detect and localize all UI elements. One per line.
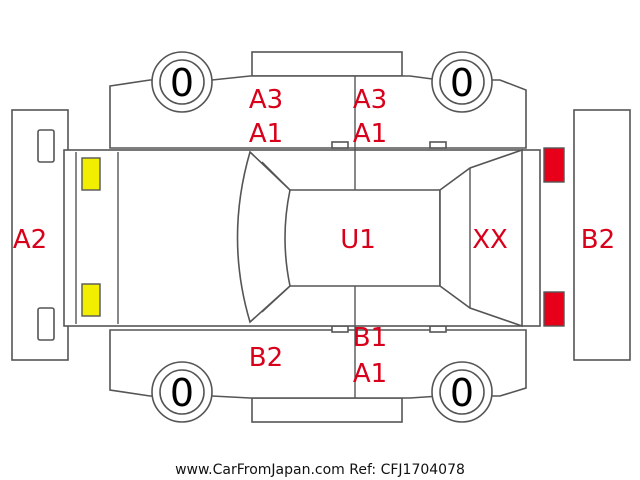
label-top-front-line1: A3 <box>249 85 283 115</box>
door-handle <box>331 325 349 333</box>
rear-lamp-top <box>543 147 565 183</box>
door-handle <box>429 325 447 333</box>
top-door-panel <box>251 51 403 77</box>
door-handle <box>331 141 349 149</box>
label-bottom-rear-line1: B1 <box>353 323 387 353</box>
bottom-door-panel <box>251 397 403 423</box>
windshield-line <box>261 161 289 189</box>
label-rear-glass: XX <box>472 225 508 255</box>
windshield <box>236 150 291 324</box>
front-bumper-slot-top <box>37 129 55 163</box>
rear-lamp-bottom <box>543 291 565 327</box>
tire-front-left-value: 0 <box>170 61 194 105</box>
tire-front-right-value: 0 <box>170 371 194 415</box>
tire-rear-right-value: 0 <box>450 371 474 415</box>
tire-rear-left-rim <box>439 59 485 105</box>
label-roof: U1 <box>340 225 376 255</box>
footer-reference: www.CarFromJapan.com Ref: CFJ1704078 <box>175 462 465 478</box>
label-bottom-rear-line2: A1 <box>353 359 387 389</box>
tire-front-right-rim <box>159 369 205 415</box>
tire-rear-left-value: 0 <box>450 61 474 105</box>
windshield-line <box>261 287 289 313</box>
front-lamp-top <box>81 157 101 191</box>
label-top-rear-line2: A1 <box>353 119 387 149</box>
roof <box>284 189 441 287</box>
label-front-bumper: A2 <box>13 225 47 255</box>
front-lamp-bottom <box>81 283 101 317</box>
front-bumper-slot-bottom <box>37 307 55 341</box>
label-top-front-line2: A1 <box>249 119 283 149</box>
lower-side-body <box>109 329 527 399</box>
label-top-rear-line1: A3 <box>353 85 387 115</box>
label-rear-bumper: B2 <box>581 225 615 255</box>
label-bottom-front: B2 <box>249 343 283 373</box>
rear-bumper-panel <box>573 109 631 361</box>
door-handle <box>429 141 447 149</box>
tire-front-left-rim <box>159 59 205 105</box>
tire-rear-right-rim <box>439 369 485 415</box>
